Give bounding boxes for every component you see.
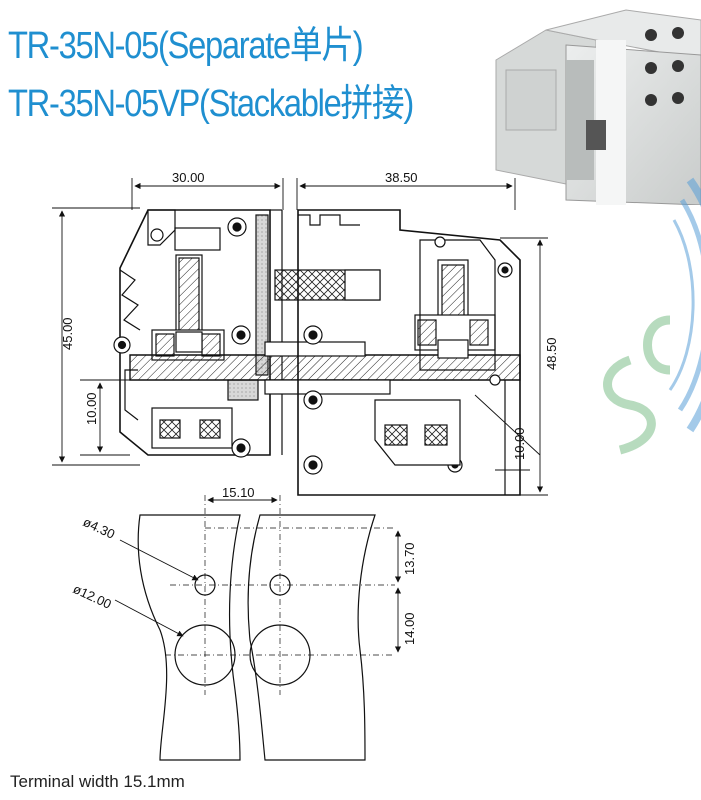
dim-width-right: 38.50 [385,170,418,185]
product-photo [495,9,701,205]
dim-offset-upper: 13.70 [402,542,417,575]
title-stackable: TR-35N-05VP(Stackable拼接) [8,83,414,125]
dim-height-right: 48.50 [544,337,559,370]
title-separate: TR-35N-05(Separate单片) [8,25,364,67]
dim-pin-height-left: 10.00 [84,392,99,425]
terminal-width-caption: Terminal width 15.1mm [10,772,185,791]
dim-hole-large: ø12.00 [71,581,114,612]
dim-offset-lower: 14.00 [402,612,417,645]
dim-pitch: 15.10 [222,485,255,500]
dim-hole-small: ø4.30 [81,514,117,542]
technical-drawing: 30.00 38.50 45.00 48.50 10.00 10.00 15.1… [52,170,559,761]
dim-pin-height-right: 10.00 [512,427,527,460]
logo-watermark [603,177,701,455]
dim-height-left: 45.00 [60,317,75,350]
dim-width-left: 30.00 [172,170,205,185]
